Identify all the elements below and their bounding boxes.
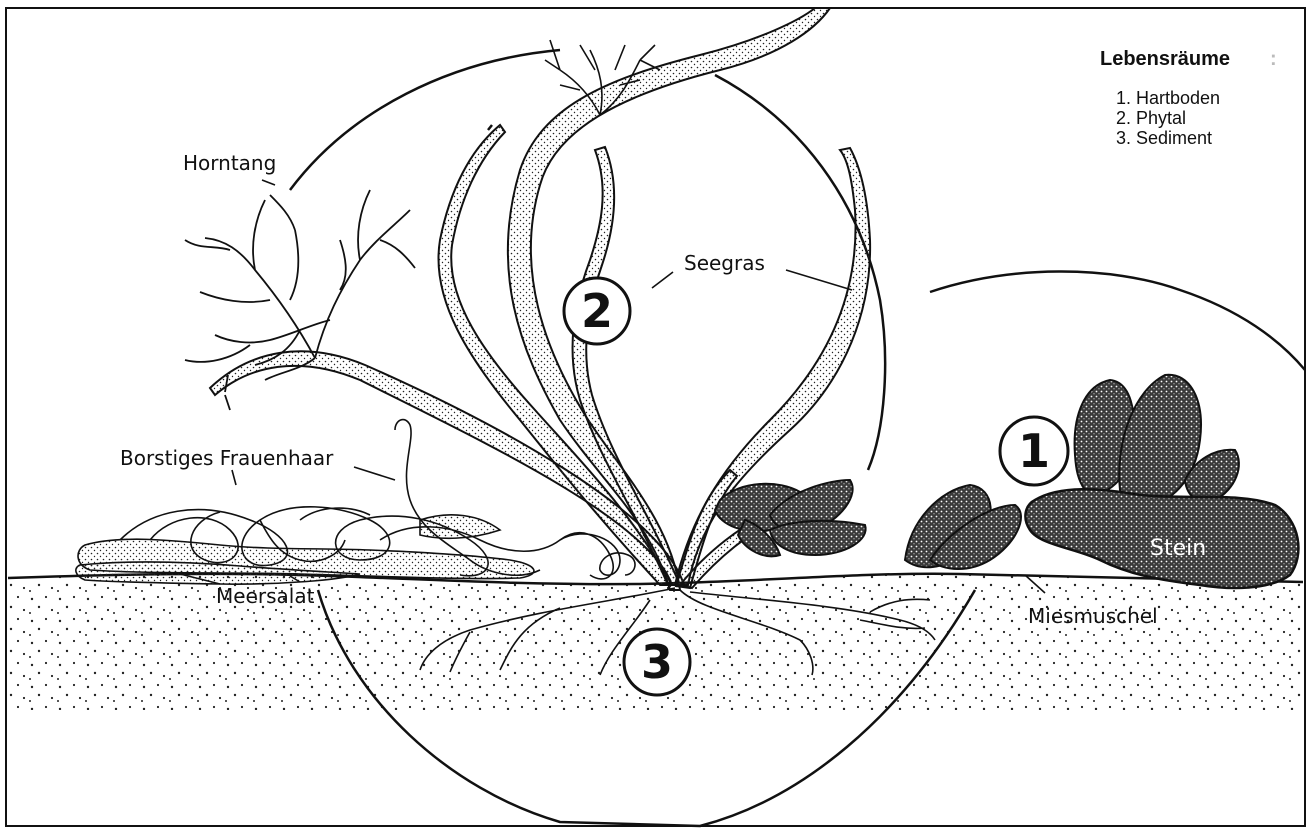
habitat-marker-1-label: 1	[1018, 424, 1050, 478]
label-meersalat: Meersalat	[216, 584, 315, 608]
habitat-marker-3-label: 3	[641, 635, 673, 689]
label-horntang: Horntang	[183, 151, 276, 175]
habitat-marker-2: 2	[564, 278, 630, 344]
label-miesmuschel: Miesmuschel	[1028, 604, 1158, 628]
legend-item-phytal: 2. Phytal	[1116, 108, 1186, 128]
label-seegras: Seegras	[684, 251, 765, 275]
legend-title-colon: :	[1270, 48, 1277, 70]
habitat-marker-1: 1	[1000, 417, 1068, 485]
legend-item-sediment: 3. Sediment	[1116, 128, 1212, 148]
habitat-marker-3: 3	[624, 629, 690, 695]
legend-title: Lebensräume	[1100, 48, 1230, 70]
legend-item-hartboden: 1. Hartboden	[1116, 88, 1220, 108]
label-borstiges-frauenhaar: Borstiges Frauenhaar	[120, 446, 334, 470]
label-stein: Stein	[1150, 536, 1206, 561]
habitat-marker-2-label: 2	[581, 284, 613, 338]
